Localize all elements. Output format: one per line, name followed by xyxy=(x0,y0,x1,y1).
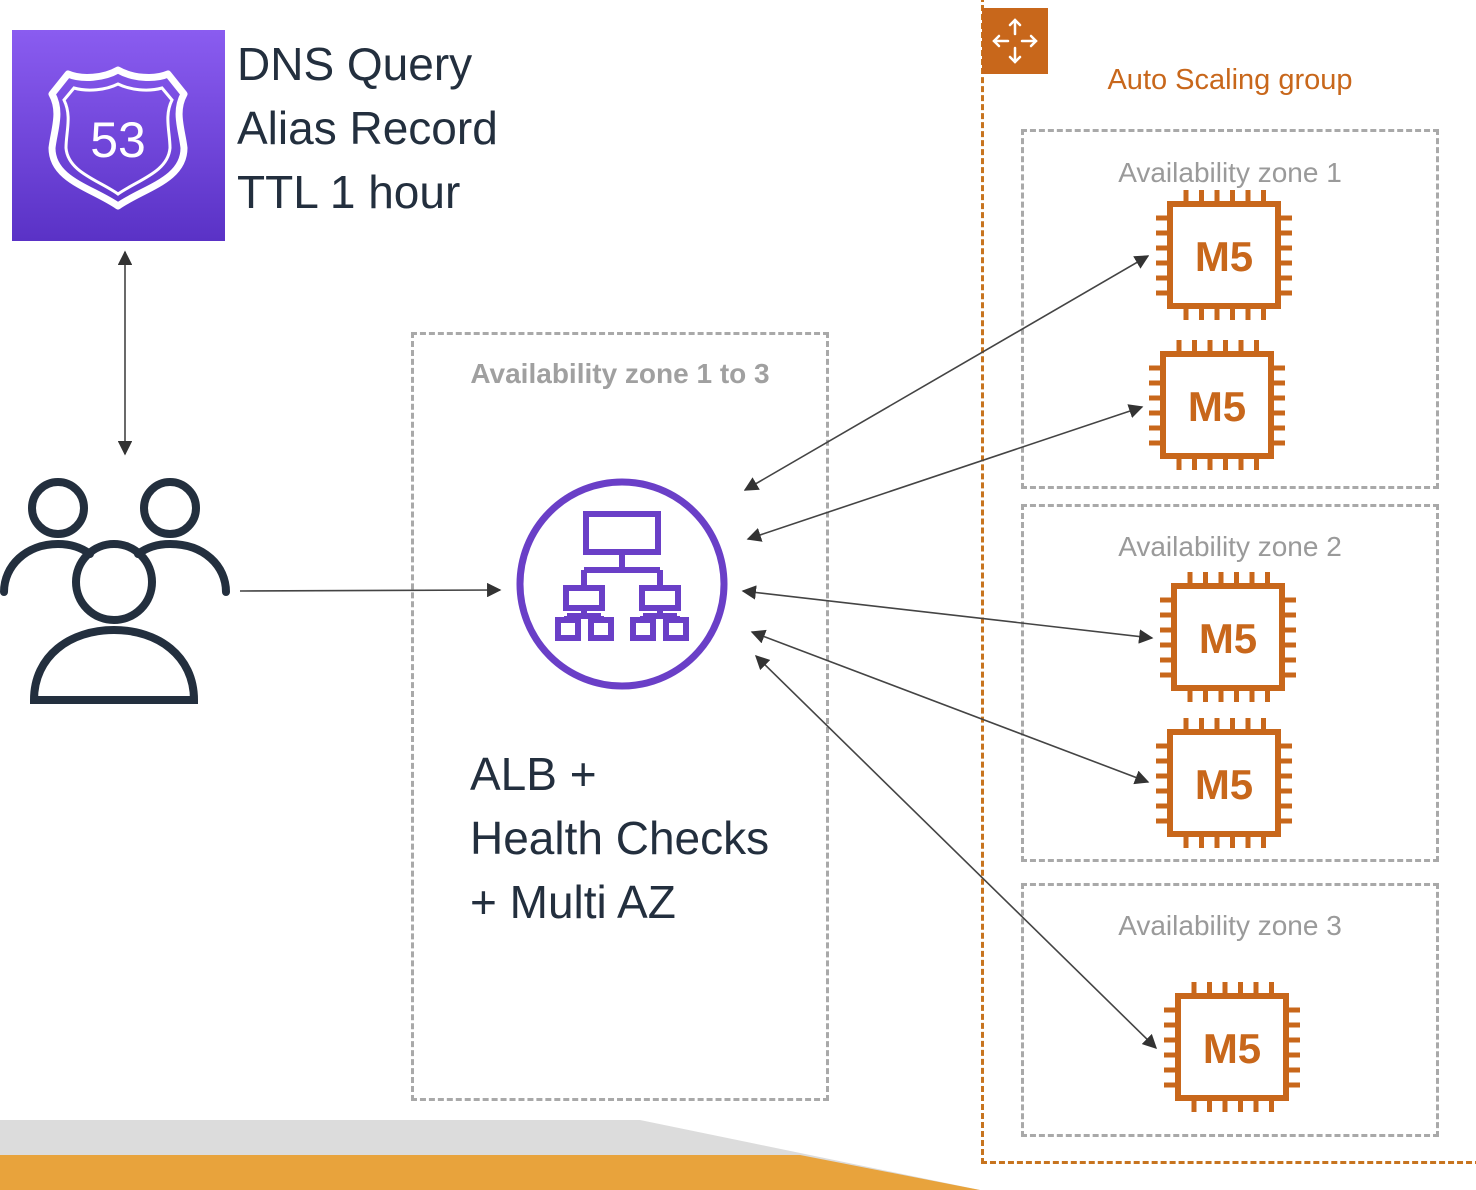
users-group-icon xyxy=(0,478,230,704)
alb-instance-1-arrow xyxy=(743,255,1150,491)
alb-line-3: + Multi AZ xyxy=(470,876,676,928)
alb-description: ALB + Health Checks + Multi AZ xyxy=(470,742,769,934)
ec2-instance-label: M5 xyxy=(1195,233,1253,280)
ec2-instance-label: M5 xyxy=(1188,383,1246,430)
alb-zone-label: Availability zone 1 to 3 xyxy=(470,358,770,389)
alb-line-2: Health Checks xyxy=(470,812,770,864)
dns-description: DNS Query Alias Record TTL 1 hour xyxy=(237,32,498,224)
ec2-instance-1: M5 xyxy=(1150,190,1298,320)
auto-scaling-group-label: Auto Scaling group xyxy=(1107,64,1353,96)
alb-line-1: ALB + xyxy=(470,748,597,800)
ec2-instance-3: M5 xyxy=(1154,572,1302,702)
availability-zone-2-label: Availability zone 2 xyxy=(1118,531,1342,562)
dns-line-alias: Alias Record xyxy=(237,102,498,154)
auto-scaling-group-box xyxy=(981,0,1476,1164)
auto-scaling-icon xyxy=(982,8,1048,74)
ec2-instance-5: M5 xyxy=(1158,982,1306,1112)
alb-instance-2-arrow xyxy=(746,404,1144,542)
dns-line-ttl: TTL 1 hour xyxy=(237,166,461,218)
bottom-band xyxy=(0,1120,980,1190)
route53-icon: 53 xyxy=(12,30,225,241)
dns-line-query: DNS Query xyxy=(237,38,473,90)
route53-label: 53 xyxy=(90,112,146,168)
alb-instance-5-arrow xyxy=(754,654,1158,1050)
ec2-instance-label: M5 xyxy=(1195,761,1253,808)
ec2-instance-2: M5 xyxy=(1143,340,1291,470)
alb-instance-3-arrow xyxy=(741,585,1154,644)
ec2-instance-4: M5 xyxy=(1150,718,1298,848)
alb-instance-4-arrow xyxy=(750,629,1150,785)
ec2-instance-label: M5 xyxy=(1203,1025,1261,1072)
availability-zone-1-label: Availability zone 1 xyxy=(1118,157,1342,188)
ec2-instance-label: M5 xyxy=(1199,615,1257,662)
load-balancer-icon xyxy=(516,478,728,690)
users-alb-arrow xyxy=(239,582,502,598)
